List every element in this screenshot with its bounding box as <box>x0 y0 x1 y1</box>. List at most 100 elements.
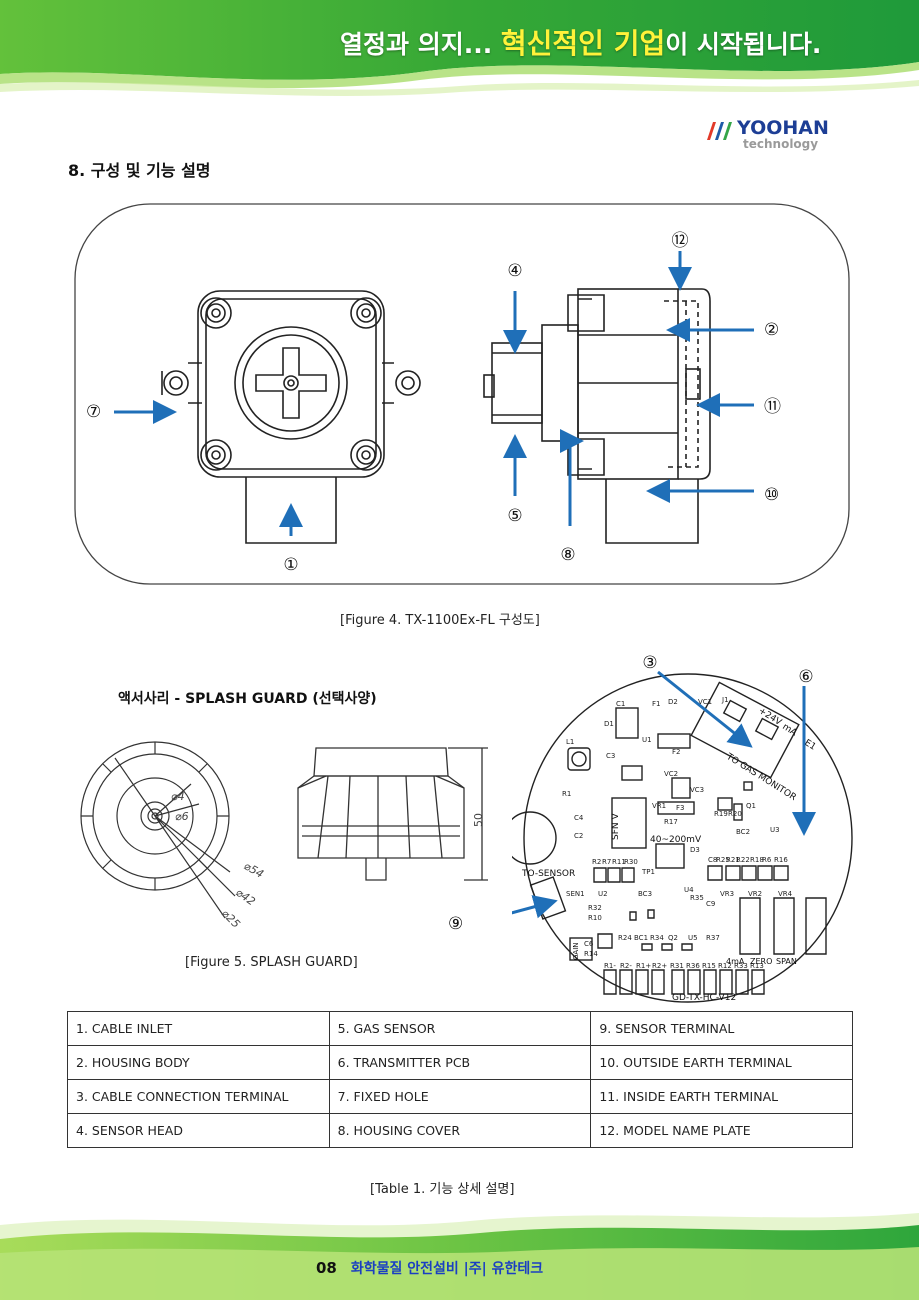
footer-company: 화학물질 안전설비 |주| 유한테크 <box>350 1261 544 1277</box>
pcb-arrows <box>512 670 816 919</box>
pcb-part-f3: F3 <box>676 804 684 812</box>
pcb-part-vc3: VC3 <box>690 786 704 794</box>
pcb-part-r2-plus: R2+ <box>652 962 667 970</box>
callout-11: ⑪ <box>764 397 781 417</box>
table-cell: 2. HOUSING BODY <box>67 1045 330 1080</box>
pcb-part-u4: U4 <box>684 886 694 894</box>
dim-d42: ⌀42 <box>233 886 257 908</box>
pcb-part-d2: D2 <box>668 698 678 706</box>
pcb-part-r1-minus: R1- <box>604 962 616 970</box>
header-slogan-post: 이 시작됩니다. <box>665 30 822 59</box>
pcb-zero: ZERO <box>750 957 772 966</box>
pcb-part-c4: C4 <box>574 814 584 822</box>
pcb-main-labels: TO GAS MONITOR TO-SENSOR GD-TX-HC-V12 SF… <box>521 706 817 1003</box>
pcb-part-vr3: VR3 <box>720 890 734 898</box>
pcb-part-labels: C1 F1 D2 VC1 J1 D1 U1 F2 L1 C3 VC2 VC3 Q… <box>562 696 793 970</box>
pcb-part-r37: R37 <box>706 934 720 942</box>
figure4-diagram: ① ② ④ ⑤ ⑦ ⑧ ⑩ ⑪ ⑫ <box>74 203 850 585</box>
callout-7: ⑦ <box>86 402 101 422</box>
table-caption: [Table 1. 기능 상세 설명] <box>370 1182 515 1197</box>
pcb-part-r11: R11 <box>612 858 626 866</box>
pcb-part-r7: R7 <box>602 858 611 866</box>
dim-d4: ⌀4 <box>171 790 185 803</box>
pcb-part-r6: R6 <box>762 856 772 864</box>
pcb-part-vr1: VR1 <box>652 802 666 810</box>
logo-brand: YOOHAN <box>736 117 829 139</box>
callout-4: ④ <box>507 261 522 281</box>
pcb-part-r33: R33 <box>734 962 748 970</box>
callout-12: ⑫ <box>672 231 689 251</box>
table-cell: 10. OUTSIDE EARTH TERMINAL <box>590 1045 853 1080</box>
table-row: 2. HOUSING BODY 6. TRANSMITTER PCB 10. O… <box>67 1045 853 1080</box>
pcb-part-l1: L1 <box>566 738 574 746</box>
pcb-part-u5: U5 <box>688 934 698 942</box>
pcb-part-r34: R34 <box>650 934 664 942</box>
figure4-callout-labels: ① ② ④ ⑤ ⑦ ⑧ ⑩ ⑪ ⑫ <box>86 231 781 575</box>
pcb-part-r14: R14 <box>584 950 598 958</box>
pcb-part-r2-minus: R2- <box>620 962 632 970</box>
header-slogan-pre: 열정과 의지... <box>340 30 501 59</box>
pcb-part-sen1: SEN1 <box>566 890 585 898</box>
table-row: 1. CABLE INLET 5. GAS SENSOR 9. SENSOR T… <box>67 1011 853 1046</box>
dim-d54: ⌀54 <box>242 859 266 881</box>
pcb-part-r20: R20 <box>728 810 742 818</box>
dim-height: 50 <box>472 813 485 827</box>
header-slogan-highlight: 혁신적인 기업 <box>500 27 666 60</box>
callout-2: ② <box>764 320 779 340</box>
callout-9: ⑨ <box>448 914 464 934</box>
pcb-part-c6: C6 <box>584 940 594 948</box>
dim-d25: ⌀25 <box>219 907 243 928</box>
page-number: 08 <box>316 1259 337 1277</box>
pcb-part-f1: F1 <box>652 700 660 708</box>
pcb-part-r15: R15 <box>702 962 716 970</box>
table-cell: 5. GAS SENSOR <box>328 1011 592 1046</box>
pcb-sfn: SFN V <box>611 813 621 840</box>
pcb-part-vc2: VC2 <box>664 770 678 778</box>
pcb-part-u1: U1 <box>642 736 652 744</box>
pcb-part-j1: J1 <box>721 696 729 704</box>
pcb-part-c2: C2 <box>574 832 583 840</box>
accessory-title: 액서사리 - SPLASH GUARD (선택사양) <box>118 691 377 707</box>
pcb-part-r19: R19 <box>714 810 728 818</box>
pcb-part-r31: R31 <box>670 962 684 970</box>
pcb-part-c1: C1 <box>616 700 625 708</box>
figure4-arrows <box>114 251 754 536</box>
pcb-to-gas-monitor: TO GAS MONITOR <box>724 752 798 804</box>
section-title: 8. 구성 및 기능 설명 <box>68 161 211 180</box>
table-cell: 9. SENSOR TERMINAL <box>590 1011 853 1046</box>
pcb-4ma: 4mA <box>726 957 745 966</box>
table-cell: 1. CABLE INLET <box>67 1011 330 1046</box>
side-view <box>483 288 711 544</box>
header-wave-band <box>0 0 919 96</box>
callout-6: ⑥ <box>798 667 813 687</box>
pcb-part-q1: Q1 <box>746 802 756 810</box>
logo-sub: technology <box>743 137 818 151</box>
pcb-part-d1: D1 <box>604 720 614 728</box>
table-cell: 11. INSIDE EARTH TERMINAL <box>590 1079 853 1114</box>
pcb-part-r21: R21 <box>726 856 740 864</box>
pcb-mv-range: 40~200mV <box>650 835 702 845</box>
footer-wave-band <box>0 1213 919 1300</box>
pcb-part-r2: R2 <box>592 858 601 866</box>
pcb-part-r12: R12 <box>718 962 732 970</box>
pcb-part-r22: R22 <box>736 856 750 864</box>
pcb-part-bc1: BC1 <box>634 934 648 942</box>
pcb-part-r36: R36 <box>686 962 700 970</box>
pcb-gain: GAIN <box>572 942 580 960</box>
table-cell: 4. SENSOR HEAD <box>67 1113 330 1148</box>
pcb-part-d3: D3 <box>690 846 700 854</box>
pcb-part-r35: R35 <box>690 894 704 902</box>
callout-3: ③ <box>642 653 657 673</box>
callout-5: ⑤ <box>507 506 522 526</box>
pcb-part-r1-plus: R1+ <box>636 962 651 970</box>
pcb-part-r18: R18 <box>750 856 764 864</box>
pcb-part-r13: R13 <box>750 962 764 970</box>
header-slogan: 열정과 의지... 혁신적인 기업이 시작됩니다. <box>340 22 821 62</box>
pcb-part-r32: R32 <box>588 904 602 912</box>
pcb-span: SPAN <box>776 957 797 966</box>
pcb-part-r30: R30 <box>624 858 638 866</box>
callout-8: ⑧ <box>560 545 575 565</box>
transmitter-pcb-diagram: C1 F1 D2 VC1 J1 D1 U1 F2 L1 C3 VC2 VC3 Q… <box>512 653 853 1003</box>
callout-10: ⑩ <box>764 485 779 505</box>
front-view <box>161 290 421 544</box>
